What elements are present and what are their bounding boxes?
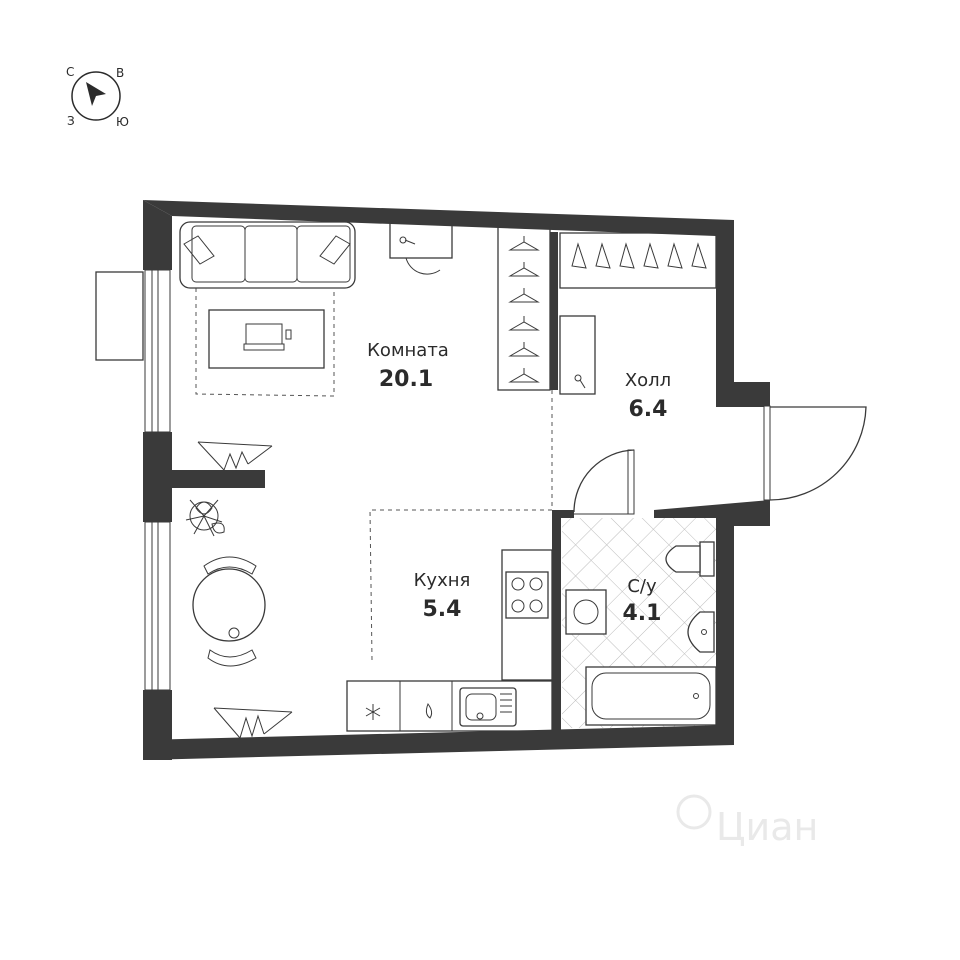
radiator-lower-icon: [213, 707, 293, 739]
watermark-text: Циан: [716, 805, 818, 849]
bathroom-sink-icon: [687, 611, 715, 653]
wall-bath-kitchen: [552, 510, 561, 730]
dishwasher-drop-icon: [425, 702, 433, 719]
room-name-hall: Холл: [625, 370, 671, 391]
laptop-icon: [243, 323, 292, 351]
room-name-bathroom: С/у: [627, 576, 657, 597]
plant-icon: [185, 499, 225, 537]
balcony-outline: [95, 271, 144, 361]
walls: [143, 200, 770, 760]
wall-hall-room: [550, 232, 558, 390]
wall-bottom: [143, 725, 734, 760]
toilet-icon: [665, 541, 715, 577]
hall-cabinet: [559, 315, 596, 395]
compass-ring: [71, 71, 121, 121]
sofa-icon: [179, 221, 356, 289]
compass-west: З: [67, 114, 75, 128]
compass-arrow-icon: [86, 82, 106, 106]
bathtub-icon: [585, 666, 717, 726]
wall-top: [143, 200, 770, 407]
entrance-door-icon: [763, 405, 867, 501]
room-name-komnata: Комната: [367, 340, 449, 361]
washing-machine-icon: [565, 589, 607, 635]
room-area-bathroom: 4.1: [623, 601, 662, 626]
kitchen-zone-outline: [369, 509, 552, 661]
wall-right-lower: [716, 518, 734, 743]
room-name-kitchen: Кухня: [414, 570, 471, 591]
wardrobe-hall: [559, 232, 717, 289]
living-zone-outline: [195, 288, 335, 397]
compass-south: Ю: [116, 115, 129, 129]
stove-icon: [505, 571, 549, 619]
wall-bath-top-left: [552, 510, 574, 518]
sink-icon: [459, 687, 517, 727]
room-area-komnata: 20.1: [379, 367, 433, 392]
radiator-upper-icon: [197, 441, 273, 471]
compass-east: В: [116, 66, 124, 80]
watermark-logo-icon: [676, 794, 712, 830]
fridge-snowflake-icon: [365, 704, 381, 720]
wall-partition: [172, 470, 265, 488]
wall-left-upper: [143, 200, 172, 270]
compass: С В З Ю: [66, 65, 129, 129]
bathroom-door-icon: [573, 449, 635, 515]
room-area-hall: 6.4: [629, 397, 668, 422]
room-area-kitchen: 5.4: [423, 597, 462, 622]
watermark: Циан: [676, 794, 818, 849]
windows: [95, 269, 171, 691]
wardrobe-room: [497, 225, 551, 391]
kitchen-counter: [346, 549, 553, 732]
desk-icon: [389, 222, 453, 275]
compass-north: С: [66, 65, 74, 79]
wall-hall-bottom: [654, 500, 770, 526]
coffee-table: [208, 309, 325, 369]
dining-table-icon: [192, 556, 266, 667]
wall-left-middle: [143, 432, 172, 522]
